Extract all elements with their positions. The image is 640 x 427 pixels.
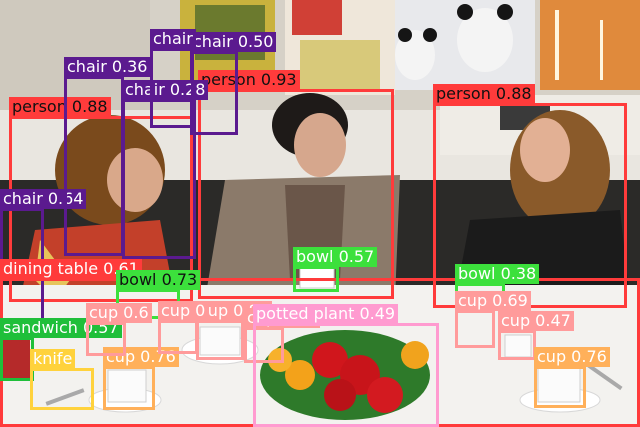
- photo-scene: person 0.93 person 0.88 person 0.88 chai…: [0, 0, 640, 427]
- photo-background: [0, 0, 640, 427]
